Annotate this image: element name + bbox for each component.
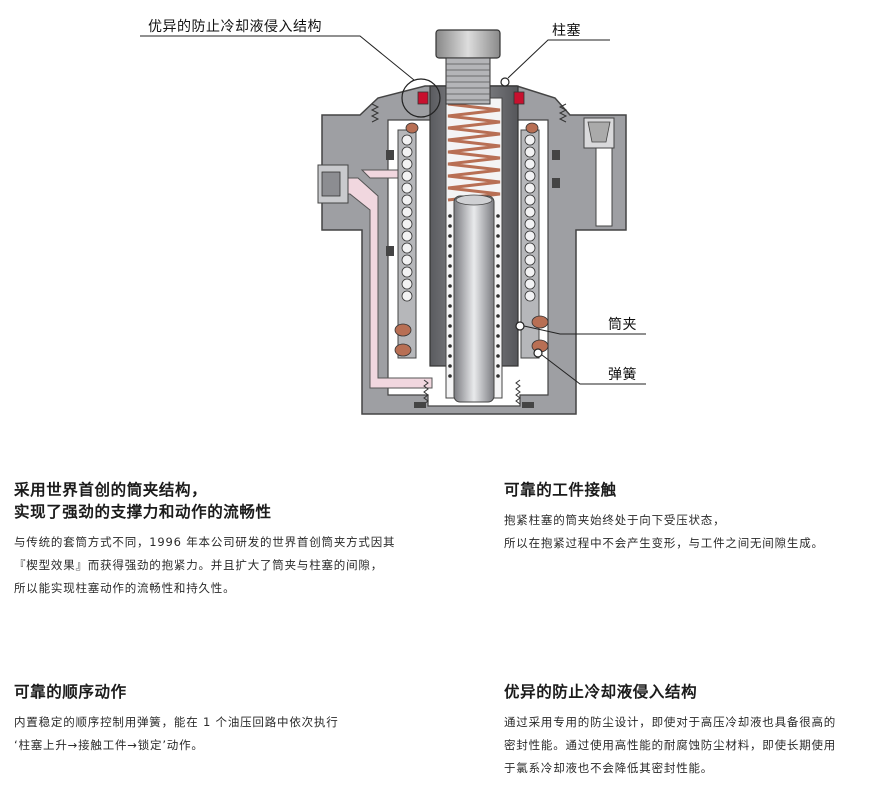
section-coolant-seal: 优异的防止冷却液侵入结构 通过采用专用的防尘设计，即使对于高压冷却液也具备很高的… — [504, 681, 836, 780]
inner-rod — [453, 195, 495, 403]
section-text: 于氯系冷却液也不会降低其密封性能。 — [504, 761, 714, 775]
section-text: 所以能实现柱塞动作的流畅性和持久性。 — [14, 581, 236, 595]
ball-bearings-right — [524, 134, 536, 302]
plunger-leader-line — [507, 39, 610, 79]
ball-bearings-left — [401, 134, 413, 302]
section-title: 可靠的工件接触 — [504, 481, 617, 499]
section-sequence-action: 可靠的顺序动作 内置稳定的顺序控制用弹簧，能在 1 个油压回路中依次执行 ‘柱塞… — [14, 681, 339, 757]
dust-seal-right — [513, 91, 525, 105]
rod-coil-section-right — [496, 214, 500, 378]
spring-callout-dot — [533, 348, 543, 358]
collet-callout-dot — [515, 321, 525, 331]
left-port — [317, 164, 349, 204]
section-text: 抱紧柱塞的筒夹始终处于向下受压状态， — [504, 513, 726, 527]
section-text: 内置稳定的顺序控制用弹簧，能在 1 个油压回路中依次执行 — [14, 715, 339, 729]
callout-plunger: 柱塞 — [552, 23, 581, 39]
section-text: 所以在抱紧过程中不会产生变形，与工件之间无间隙生成。 — [504, 536, 824, 550]
section-title: 可靠的顺序动作 — [14, 683, 127, 701]
right-passage — [595, 145, 613, 227]
callout-coolant-seal: 优异的防止冷却液侵入结构 — [148, 19, 322, 35]
section-title: 采用世界首创的筒夹结构， — [14, 481, 208, 499]
housing-thread-left — [370, 103, 380, 123]
dust-seal-left — [417, 91, 429, 105]
housing-thread-right — [558, 103, 568, 123]
work-support-cross-section-diagram — [140, 29, 646, 415]
section-title: 实现了强劲的支撑力和动作的流畅性 — [14, 503, 272, 521]
section-text: ‘柱塞上升→接触工件→锁定’动作。 — [14, 738, 204, 752]
callout-collet: 筒夹 — [608, 317, 637, 333]
section-workpiece-contact: 可靠的工件接触 抱紧柱塞的筒夹始终处于向下受压状态， 所以在抱紧过程中不会产生变… — [504, 479, 824, 555]
plunger-bolt-head — [435, 29, 501, 59]
section-title: 优异的防止冷却液侵入结构 — [504, 683, 698, 701]
section-text: 与传统的套筒方式不同，1996 年本公司研发的世界首创筒夹方式因其 — [14, 535, 396, 549]
section-text: 通过采用专用的防尘设计，即使对于高压冷却液也具备很高的 — [504, 715, 837, 729]
spring-leader-line — [541, 354, 646, 385]
callout-spring: 弹簧 — [608, 367, 637, 383]
rod-coil-section-left — [448, 214, 452, 378]
plunger-callout-dot — [500, 77, 510, 87]
plunger-bolt-thread — [445, 57, 491, 105]
collet-leader-line — [523, 325, 646, 335]
plunger-spring — [447, 102, 501, 202]
section-text: 『楔型效果』而获得强劲的抱紧力。并且扩大了筒夹与柱塞的间隙， — [14, 558, 383, 572]
section-collet-structure: 采用世界首创的筒夹结构， 实现了强劲的支撑力和动作的流畅性 与传统的套筒方式不同… — [14, 479, 395, 600]
section-text: 密封性能。通过使用高性能的耐腐蚀防尘材料，即使长期使用 — [504, 738, 837, 752]
seal-callout-circle — [401, 78, 441, 118]
seal-leader-line — [140, 35, 415, 81]
